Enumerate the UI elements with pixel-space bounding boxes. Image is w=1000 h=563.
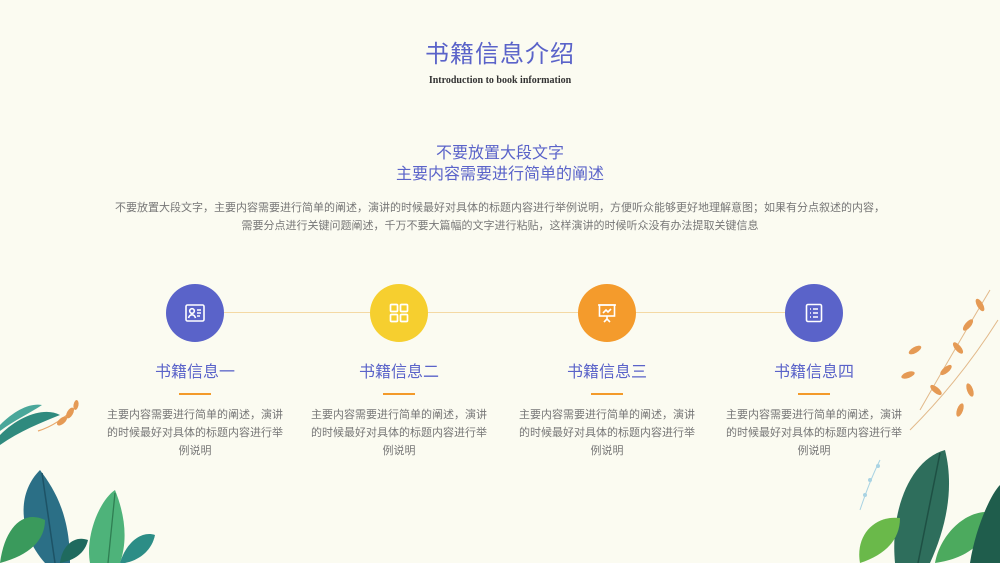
info-item-text: 主要内容需要进行简单的阐述，演讲的时候最好对具体的标题内容进行举例说明 [311,408,487,457]
info-item-1: 书籍信息一 主要内容需要进行简单的阐述，演讲的时候最好对具体的标题内容进行举例说… [100,284,290,460]
info-item-text: 主要内容需要进行简单的阐述，演讲的时候最好对具体的标题内容进行举例说明 [519,408,695,457]
info-item-text: 主要内容需要进行简单的阐述，演讲的时候最好对具体的标题内容进行举例说明 [726,408,902,457]
intro-heading-line1: 不要放置大段文字 [435,143,564,162]
info-item-2: 书籍信息二 主要内容需要进行简单的阐述，演讲的时候最好对具体的标题内容进行举例说… [304,284,494,460]
info-item-title: 书籍信息四 [773,362,854,381]
leaves-right-decoration [859,289,1000,563]
document-list-icon [785,284,843,342]
item-divider [591,393,623,395]
item-divider [179,393,211,395]
info-item-title: 书籍信息二 [358,362,439,381]
timeline-line [196,312,814,313]
intro-heading-line2: 主要内容需要进行简单的阐述 [395,164,604,183]
info-item-text: 主要内容需要进行简单的阐述，演讲的时候最好对具体的标题内容进行举例说明 [107,408,283,457]
grid-icon [370,284,428,342]
info-item-title: 书籍信息三 [566,362,647,381]
info-item-4: 书籍信息四 主要内容需要进行简单的阐述，演讲的时候最好对具体的标题内容进行举例说… [719,284,909,460]
page-title: 书籍信息介绍 [425,40,575,68]
item-divider [383,393,415,395]
profile-card-icon [166,284,224,342]
leaves-left-decoration [0,400,155,563]
presentation-board-icon [578,284,636,342]
intro-heading: 不要放置大段文字 主要内容需要进行简单的阐述 [0,142,1000,184]
info-item-title: 书籍信息一 [154,362,235,381]
page-subtitle: Introduction to book information [428,75,572,86]
intro-description: 不要放置大段文字，主要内容需要进行简单的阐述，演讲的时候最好对具体的标题内容进行… [115,201,885,232]
info-item-3: 书籍信息三 主要内容需要进行简单的阐述，演讲的时候最好对具体的标题内容进行举例说… [512,284,702,460]
item-divider [798,393,830,395]
